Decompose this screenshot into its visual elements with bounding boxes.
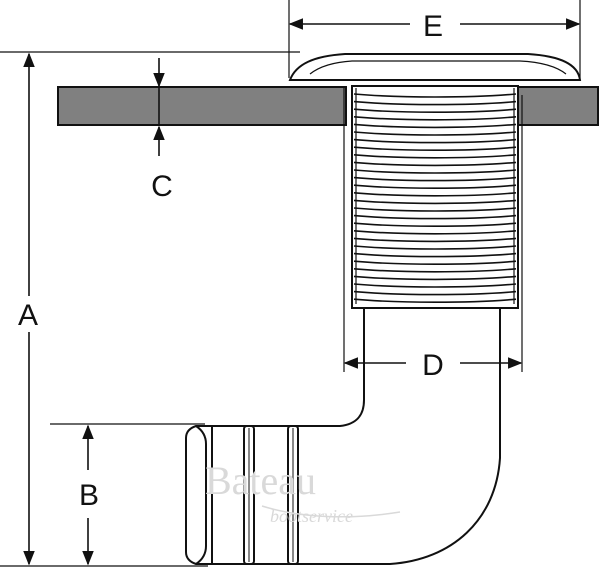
svg-text:Bateau: Bateau	[205, 458, 316, 503]
thread-groove	[353, 275, 517, 281]
thread-groove	[353, 260, 517, 265]
thread-groove	[353, 184, 517, 189]
thread-groove	[353, 154, 517, 159]
thread-groove	[353, 207, 517, 212]
label-a: A	[18, 299, 38, 332]
thread-groove	[353, 245, 517, 250]
thread-groove	[353, 230, 517, 235]
thread-groove	[353, 199, 517, 205]
thread-groove	[353, 268, 517, 273]
label-b: B	[79, 479, 99, 512]
thread-groove	[353, 214, 517, 220]
label-e: E	[423, 10, 443, 43]
dimension-arrows	[23, 18, 581, 566]
thread-groove	[353, 283, 517, 288]
thread-groove	[353, 131, 517, 136]
svg-text:bootservice: bootservice	[270, 506, 353, 526]
thread-groove	[353, 100, 517, 106]
threaded-body	[351, 85, 519, 309]
thread-groove	[353, 108, 517, 113]
label-d: D	[422, 349, 444, 382]
thread-groove	[353, 123, 517, 129]
thread-groove	[353, 192, 517, 197]
thread-groove	[353, 290, 517, 296]
thread-groove	[353, 222, 517, 227]
thread-groove	[353, 252, 517, 258]
thread-groove	[353, 138, 517, 144]
thread-groove	[353, 237, 517, 243]
thread-groove	[353, 176, 517, 182]
thread-groove	[353, 161, 517, 167]
thread-groove	[353, 298, 517, 303]
watermark-logo: Bateau bootservice	[205, 458, 401, 526]
thread-groove	[353, 146, 517, 151]
hull-panel-left	[57, 86, 347, 126]
flange-head	[288, 53, 582, 81]
thread-groove	[353, 116, 517, 121]
hull-panel-right	[517, 86, 599, 126]
thread-groove	[353, 169, 517, 174]
label-c: C	[151, 170, 173, 203]
thread-groove	[353, 93, 517, 98]
extension-lines	[0, 0, 581, 567]
hose-barb	[185, 425, 299, 565]
elbow-body	[211, 307, 501, 565]
